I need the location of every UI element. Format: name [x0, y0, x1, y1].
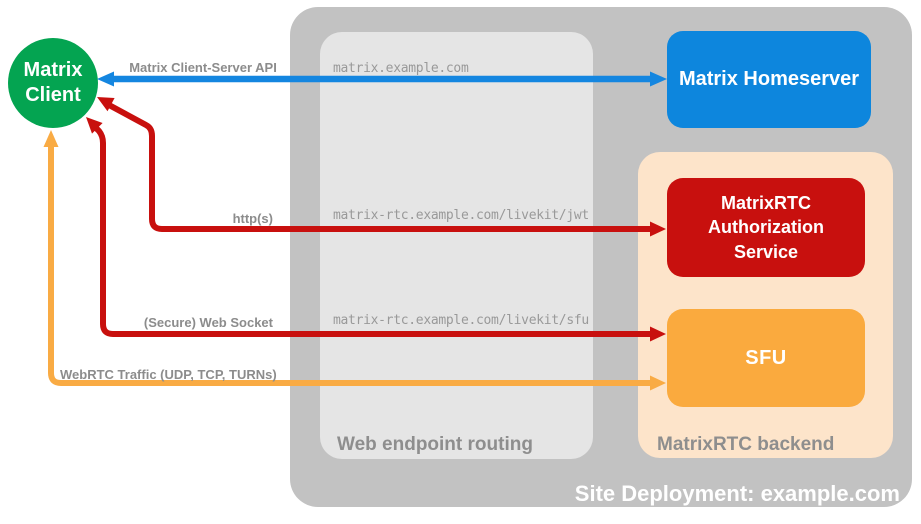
websocket-arrowhead-client	[86, 117, 103, 134]
webrtc-traffic-label: WebRTC Traffic (UDP, TCP, TURNs)	[60, 367, 277, 382]
web-endpoint-routing-container	[320, 32, 593, 459]
matrixrtc-auth-service-node: MatrixRTC Authorization Service	[667, 178, 865, 277]
sfu-label: SFU	[745, 346, 787, 369]
matrix-client-node: Matrix Client	[8, 38, 98, 128]
matrixrtc-auth-service-label: MatrixRTC Authorization Service	[708, 193, 824, 262]
endpoint-homeserver: matrix.example.com	[333, 61, 469, 76]
endpoint-livekit-sfu: matrix-rtc.example.com/livekit/sfu	[333, 313, 589, 328]
sfu-node: SFU	[667, 309, 865, 407]
matrix-client-label: Matrix Client	[23, 59, 83, 106]
matrix-homeserver-node: Matrix Homeserver	[667, 31, 871, 128]
matrix-homeserver-label: Matrix Homeserver	[678, 68, 860, 90]
webrtc-arrowhead-client	[43, 130, 59, 147]
websocket-label: (Secure) Web Socket	[143, 315, 273, 330]
https-label: http(s)	[232, 211, 273, 226]
site-deployment-label: Site Deployment: example.com	[574, 481, 900, 506]
endpoint-livekit-jwt: matrix-rtc.example.com/livekit/jwt	[333, 208, 589, 223]
matrixrtc-backend-label: MatrixRTC backend	[657, 434, 835, 455]
https-arrowhead-client	[97, 97, 115, 112]
web-endpoint-routing-label: Web endpoint routing	[337, 434, 533, 455]
client-server-api-label: Matrix Client-Server API	[129, 60, 277, 75]
